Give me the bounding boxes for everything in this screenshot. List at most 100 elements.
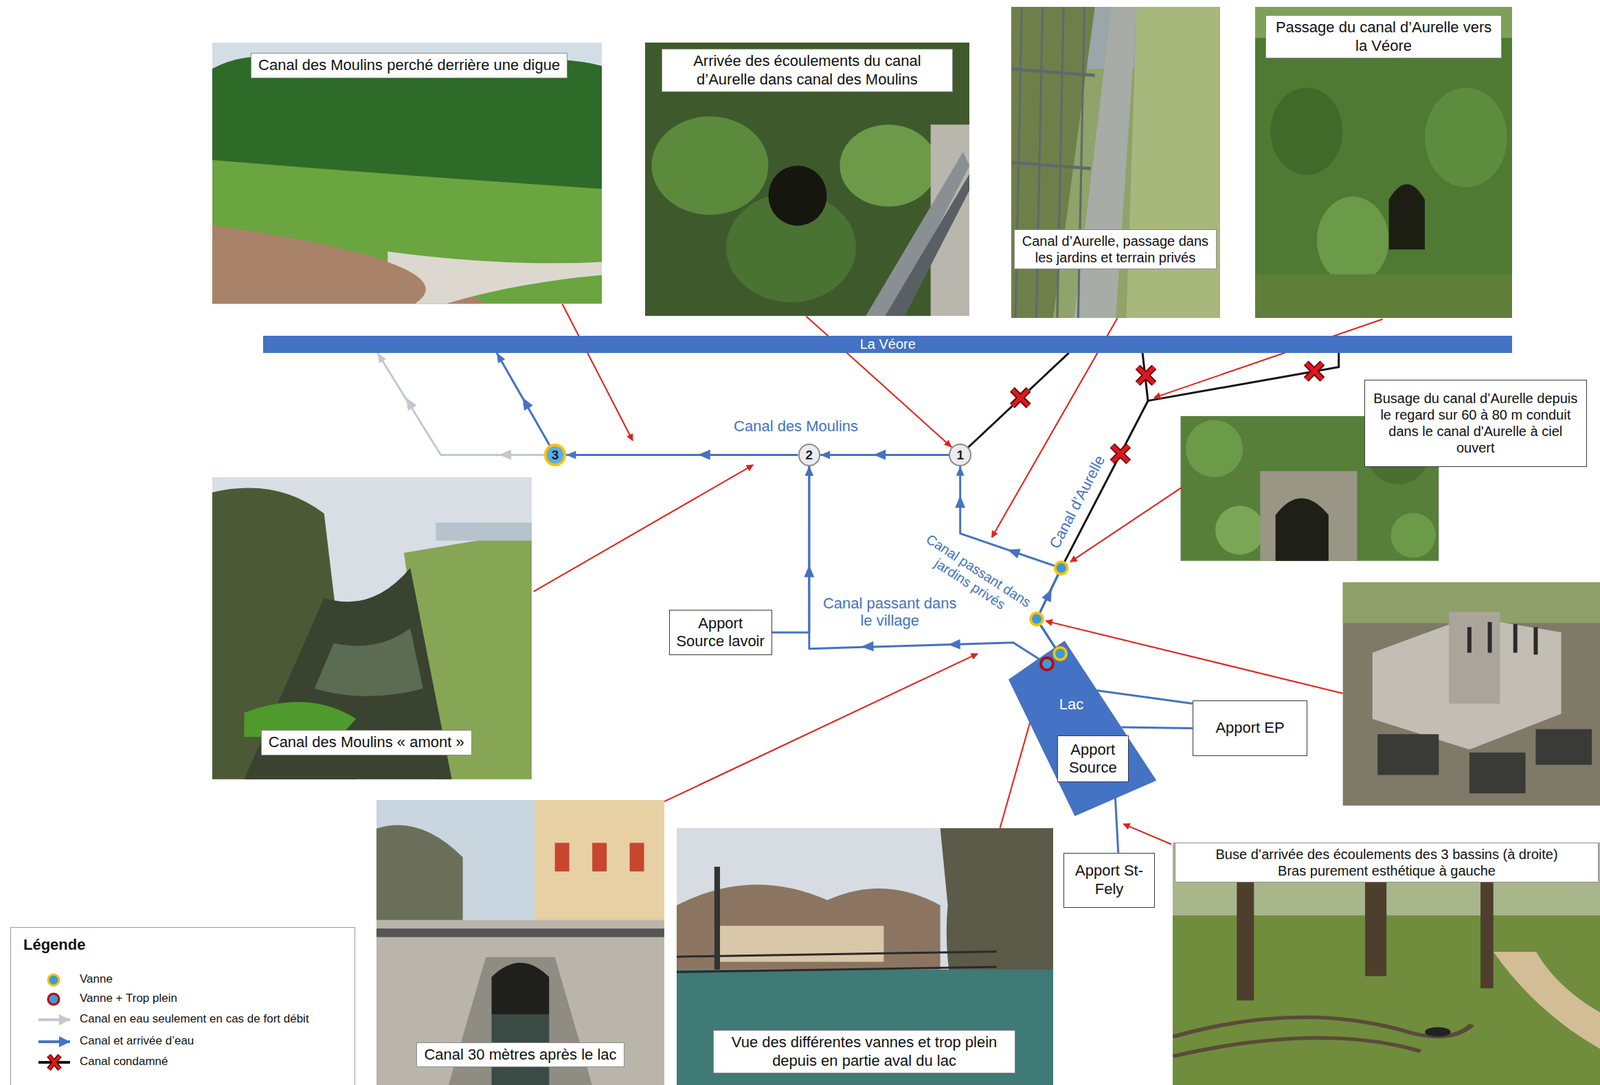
condemned-crosses-part-part: [1112, 445, 1129, 463]
connector-line: [1114, 797, 1118, 853]
photo-callout-part-part-part: [676, 967, 997, 973]
condemned-crosses-part: [1011, 389, 1029, 407]
photo-callout-part-part-part: [629, 842, 645, 872]
connector-line: [496, 353, 550, 446]
photo-callout-part-part: [212, 160, 602, 304]
busage-photo-part: [1391, 513, 1436, 558]
vanne-photo-part: [1377, 734, 1439, 775]
photo-callout-part-part: [645, 42, 970, 317]
condemned-crosses-part-part: [1011, 389, 1029, 407]
photo-callout-part-part: [491, 963, 550, 1015]
condemned-crosses: [1011, 363, 1323, 463]
photo-callout-part-part: [1172, 1017, 1473, 1037]
flow-arrows: [517, 395, 1056, 652]
node-text: La Véore: [860, 337, 916, 352]
photo-callout-part-part: [212, 42, 602, 304]
legend-title: Légende: [23, 936, 86, 955]
source-box: Apport Source: [1057, 735, 1129, 783]
node-text: Busage du canal d’Aurelle depuis le rega…: [1369, 390, 1583, 457]
photo-callout-part-part: [376, 919, 665, 1085]
legend-canal: [38, 1036, 71, 1048]
photo-callout-part-part: [1011, 6, 1096, 319]
flow-arrows-high-part: [401, 395, 418, 411]
photo-callout-part-part: [1125, 6, 1221, 319]
source-box: Apport Source lavoir: [669, 610, 773, 655]
flow-arrows-part: [697, 449, 711, 461]
photo-callout-part-part: [376, 825, 464, 929]
node-text: Vue des différentes vannes et trop plein…: [720, 1033, 1008, 1071]
vanne-photo: [1343, 582, 1600, 806]
canal-connector: [496, 353, 550, 446]
canal-connector: [1114, 797, 1118, 853]
legend-condemned-part: [48, 1055, 60, 1070]
photo-callout-part-part-part: [1480, 879, 1494, 989]
photo-callout-part-part: [555, 842, 645, 872]
node-text: Lac: [1059, 695, 1084, 714]
node-text: Passage du canal d’Aurelle vers la Véore: [1272, 18, 1495, 55]
condemned-crosses-part: [1305, 363, 1323, 380]
node-text: 1: [956, 448, 964, 462]
caption-box: Passage du canal d’Aurelle vers la Véore: [1265, 15, 1503, 59]
photo-callout-part-part: [376, 800, 665, 1085]
node-text: 2: [805, 448, 814, 462]
condemned-crosses-part-part: [1011, 389, 1029, 407]
flow-arrows-part: [517, 395, 534, 411]
photo-callout-part-part: [1316, 197, 1390, 285]
photo-callout-part-part: [1011, 6, 1221, 319]
leader-lines-part: [664, 654, 978, 802]
flow-arrows-part: [948, 639, 961, 650]
photo-callout-part-part: [1255, 274, 1513, 319]
leader-lines: [533, 304, 1383, 845]
node-text: Canal des Moulins « amont »: [268, 733, 465, 752]
canal-connector: [968, 353, 1069, 448]
leader-lines-part: [1154, 319, 1383, 398]
photo-callout-part: [212, 42, 602, 304]
connector-line: [377, 353, 545, 456]
photo-callout-part-part: [1172, 842, 1600, 1085]
legend-text: Canal en eau seulement en cas de fort dé…: [79, 1012, 310, 1027]
connector-line: [1121, 727, 1192, 729]
photo-callout-part-part: [1073, 6, 1137, 319]
node-text: Buse d’arrivée des écoulements des 3 bas…: [1182, 846, 1591, 863]
connector-line: [1036, 353, 1148, 655]
flow-arrows-part: [1005, 544, 1021, 559]
vanne-photo-part: [1343, 582, 1600, 806]
vanne-photo-part: [1469, 752, 1526, 794]
node-text: Canal 30 mètres après le lac: [423, 1046, 617, 1065]
photo-callout-part: [1011, 6, 1221, 319]
photo-callout-part-part: [376, 928, 665, 938]
condemned-branch: [1147, 353, 1339, 402]
legend-condemned-part: [48, 1055, 60, 1070]
vanne-photo-part: [1448, 612, 1500, 705]
canal-label: Canal passant dans le village: [816, 594, 964, 630]
arrow-head: [820, 450, 830, 459]
legend-trop-plein: [48, 994, 60, 1006]
photo-callout: Canal d’Aurelle, passage dans les jardin…: [1011, 6, 1221, 319]
canal-connector: [1121, 727, 1192, 729]
vanne-symbols-part: [1053, 647, 1067, 661]
node-text: Arrivée des écoulements du canal d’Aurel…: [669, 52, 945, 89]
condemned-crosses-part: [1137, 367, 1155, 385]
arrow-head: [805, 466, 814, 477]
leader-lines-part: [533, 465, 753, 592]
vanne-symbols-part: [1030, 612, 1043, 626]
photo-callout-part-part: [884, 173, 970, 317]
source-box: Apport EP: [1192, 700, 1309, 756]
condemned-crosses-part: [1112, 445, 1129, 463]
legend-box: Légende Vanne Vanne + Trop plein Canal e…: [10, 927, 356, 1085]
photo-callout-part-part: [1424, 87, 1508, 188]
photo-callout: Arrivée des écoulements du canal d’Aurel…: [645, 42, 970, 317]
river-band: La Véore: [263, 335, 1513, 354]
node-text: Apport Source lavoir: [673, 614, 768, 652]
photo-callout-part-part: [676, 952, 997, 973]
condemned-crosses-part-part: [1305, 363, 1323, 380]
legend-high-flow-part: [59, 1014, 71, 1026]
busage-photo-part: [1215, 506, 1265, 556]
node-text: Canal d’Aurelle, passage dans les jardin…: [1021, 232, 1209, 266]
photo-callout-part-part: [1389, 184, 1425, 251]
photo-callout-part-part-part: [1236, 866, 1254, 1001]
photo-callout-part-part: [768, 166, 827, 227]
legend-text: Canal et arrivée d’eau: [79, 1034, 194, 1049]
legend-high-flow: [38, 1014, 71, 1026]
